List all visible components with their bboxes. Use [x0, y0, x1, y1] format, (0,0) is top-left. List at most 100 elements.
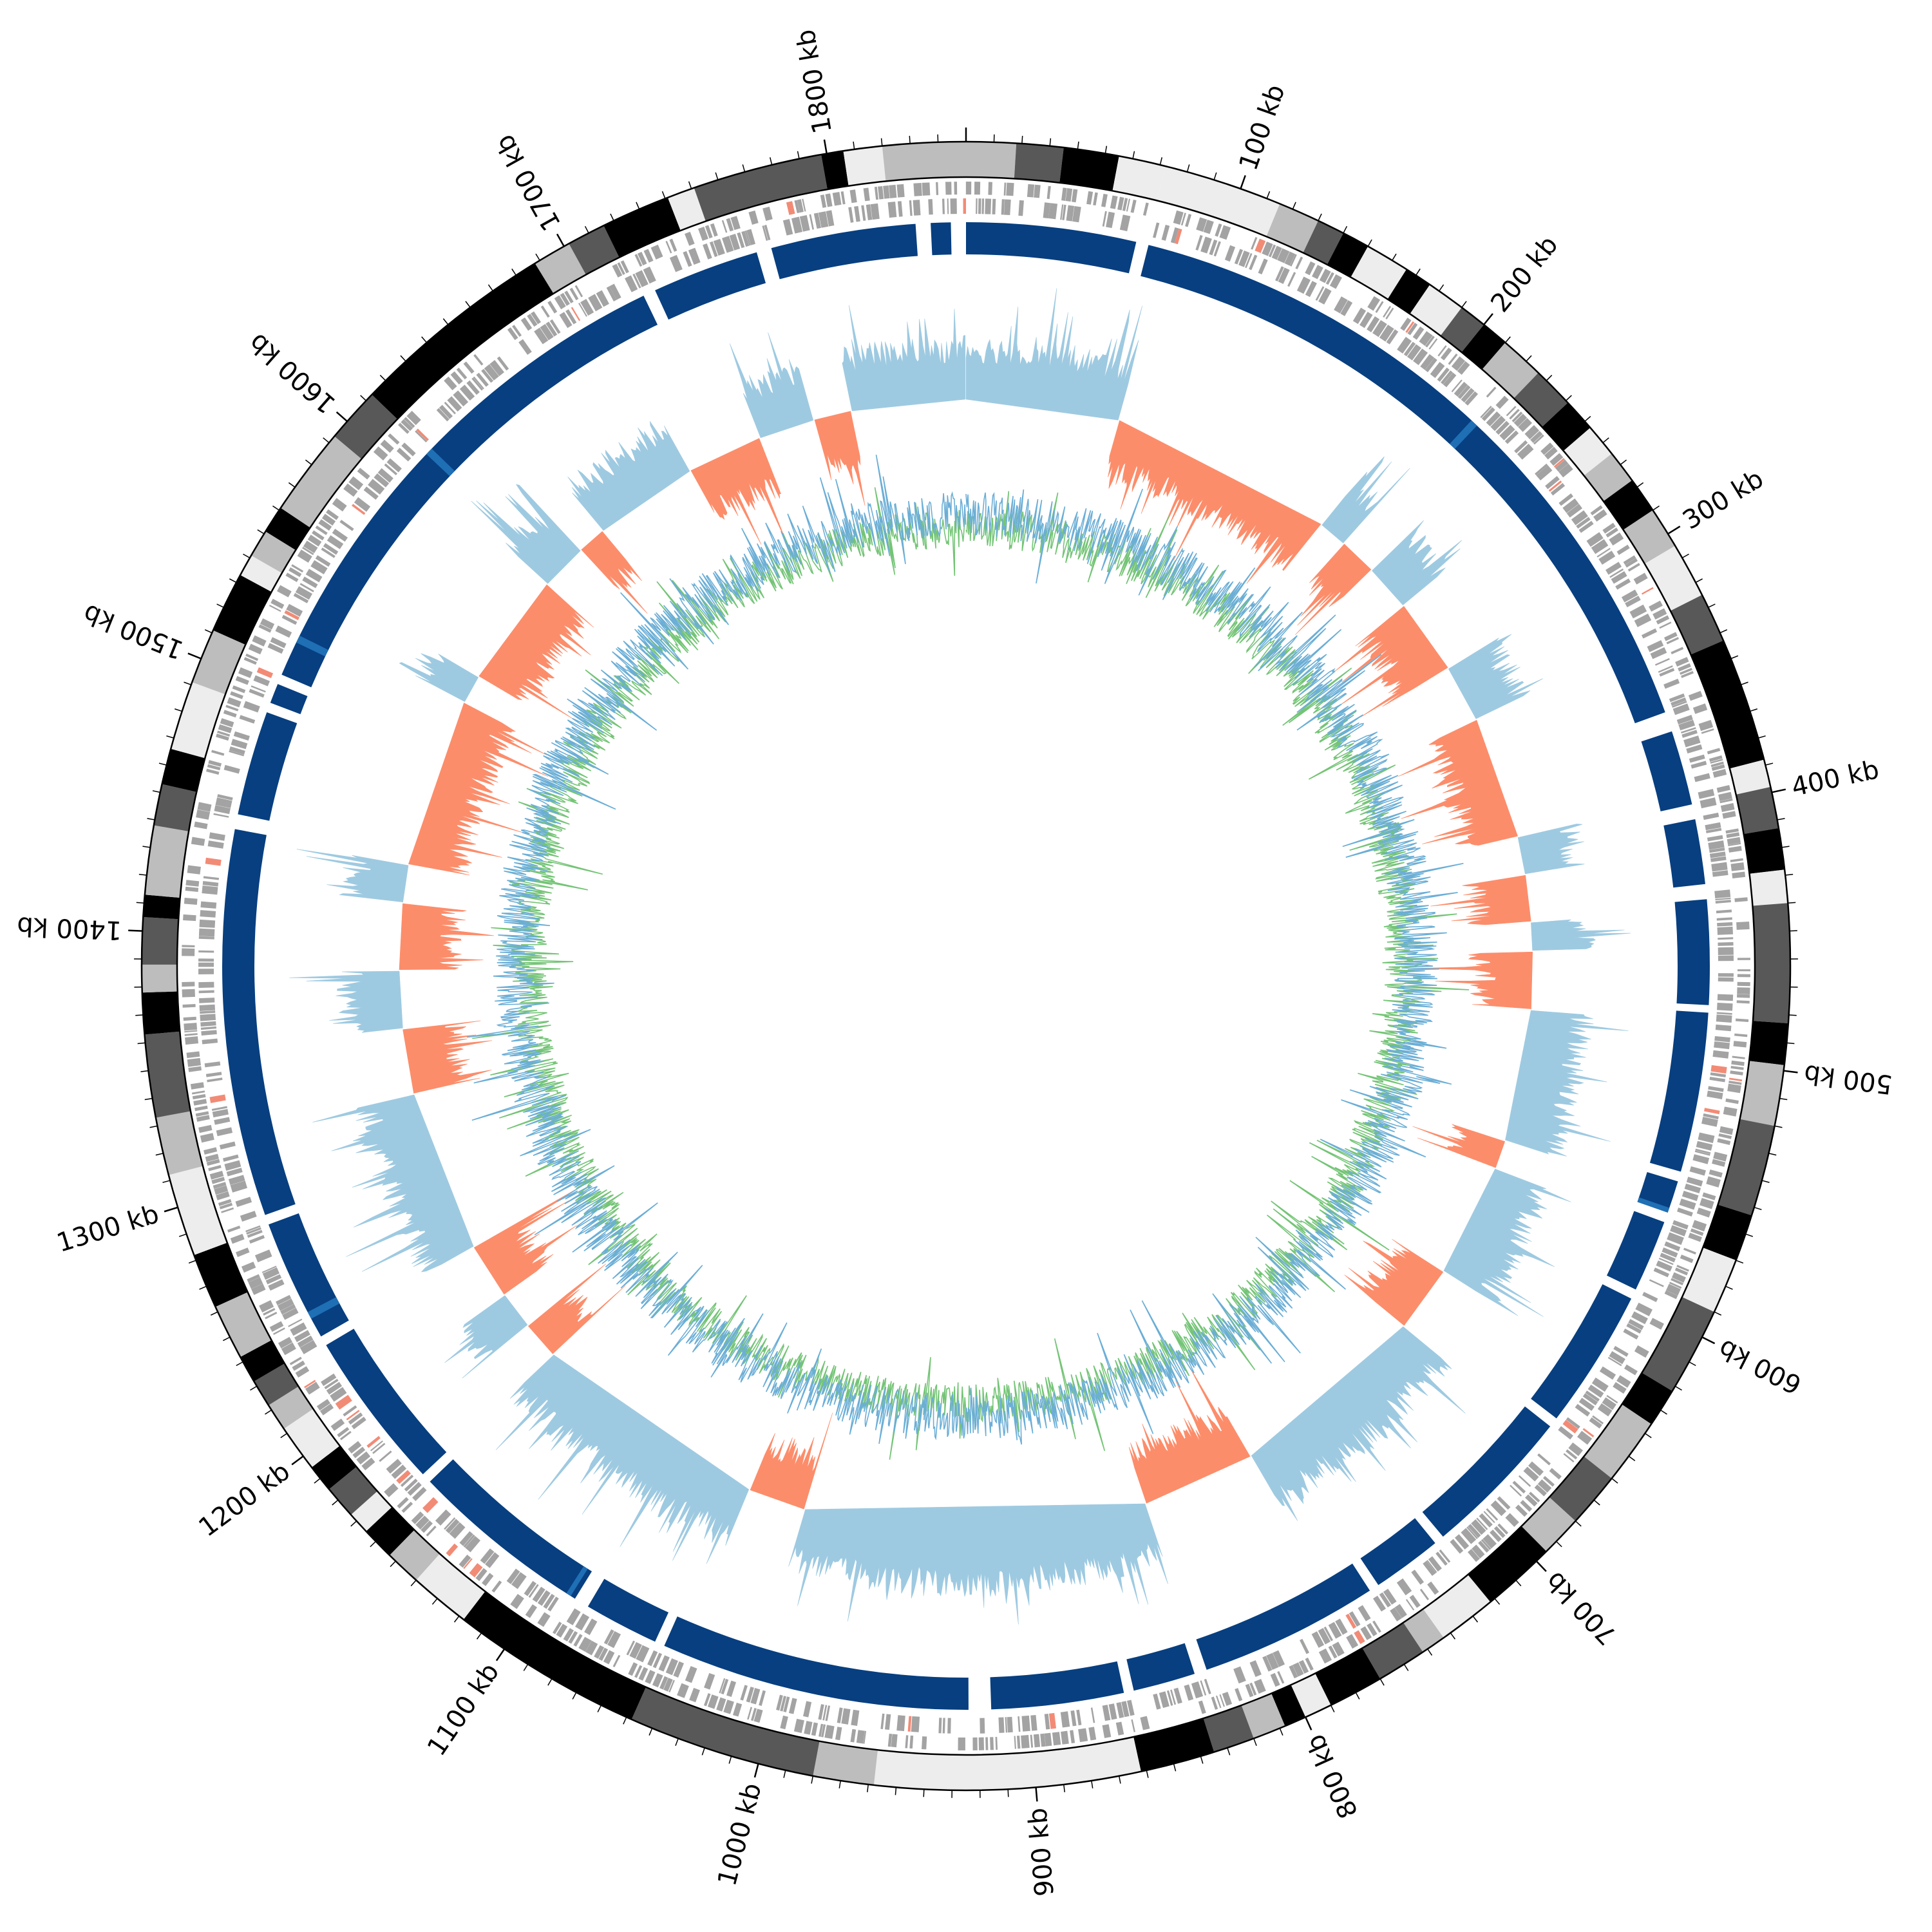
gene-feature — [282, 1307, 299, 1320]
gene-feature — [1732, 1056, 1745, 1059]
minor-tick — [216, 603, 224, 608]
gene-feature — [1698, 1132, 1715, 1143]
minor-tick — [1091, 1780, 1094, 1789]
gene-feature — [668, 1680, 675, 1692]
tick-label: 1600 kb — [243, 327, 341, 419]
gene-feature — [1677, 1208, 1693, 1217]
gene-feature — [1607, 1356, 1622, 1367]
gene-feature — [277, 1298, 294, 1311]
gene-feature — [326, 1381, 343, 1395]
gene-feature — [985, 198, 992, 214]
minor-tick — [1292, 202, 1296, 210]
gene-feature — [1666, 1283, 1681, 1296]
gene-feature — [373, 446, 388, 460]
gene-feature — [1215, 223, 1222, 237]
minor-tick — [431, 1598, 438, 1605]
gene-feature — [415, 430, 428, 442]
gene-feature — [1701, 728, 1714, 734]
gene-feature — [1407, 323, 1418, 336]
gene-feature — [942, 1718, 945, 1734]
minor-tick — [332, 1499, 339, 1506]
gene-feature — [351, 1416, 366, 1430]
gene-feature — [411, 1511, 424, 1524]
gene-feature — [1716, 917, 1732, 921]
gene-feature — [254, 1249, 272, 1263]
gene-feature — [1558, 1426, 1573, 1440]
gene-feature — [1712, 1050, 1729, 1059]
gene-feature — [1394, 1604, 1407, 1618]
cytoband-segment — [1362, 1622, 1423, 1679]
gene-feature — [1737, 987, 1750, 994]
gene-feature — [1215, 1695, 1222, 1709]
minor-tick — [1708, 603, 1716, 608]
cytoband-segment — [144, 1031, 191, 1118]
gene-feature — [261, 1265, 277, 1273]
gene-feature — [510, 1594, 524, 1609]
gene-feature — [762, 225, 768, 241]
gene-feature — [1694, 773, 1710, 782]
minor-tick — [1546, 375, 1553, 381]
gene-feature — [1018, 200, 1024, 216]
gene-feature — [377, 468, 393, 483]
gene-feature — [223, 710, 237, 718]
gene-feature — [1700, 1198, 1714, 1209]
gene-feature — [485, 1552, 500, 1568]
gene-feature — [1200, 1680, 1207, 1696]
gene-feature — [1681, 730, 1698, 738]
gene-feature — [302, 576, 318, 589]
cytoband-segment — [311, 1446, 357, 1490]
gene-feature — [1486, 1508, 1499, 1521]
gene-feature — [396, 1470, 411, 1484]
gene-feature — [1671, 1278, 1684, 1285]
minor-tick — [314, 1478, 321, 1484]
gene-feature — [1423, 1560, 1436, 1577]
gene-feature — [1018, 1716, 1021, 1732]
gene-feature — [1196, 217, 1208, 232]
gene-feature — [312, 530, 325, 541]
gene-feature — [1409, 1595, 1421, 1608]
minor-tick — [243, 553, 251, 558]
minor-tick — [1450, 1633, 1456, 1640]
gene-feature — [459, 384, 475, 401]
gene-feature — [200, 910, 216, 918]
gene-feature — [603, 1650, 615, 1665]
major-tick — [291, 1455, 304, 1466]
gene-feature — [190, 1082, 204, 1090]
minor-tick — [1730, 655, 1739, 659]
gene-feature — [750, 1688, 761, 1705]
gene-feature — [251, 1283, 266, 1295]
gene-feature — [1396, 1578, 1412, 1596]
gene-feature — [211, 1106, 228, 1112]
gene-feature — [1305, 261, 1316, 276]
gene-feature — [1305, 281, 1317, 298]
gene-feature — [887, 202, 897, 218]
gene-feature — [1278, 267, 1290, 284]
gene-feature — [1536, 465, 1553, 481]
gene-feature — [1513, 413, 1528, 427]
cytoband-segment — [966, 142, 1017, 179]
gene-feature — [897, 201, 903, 217]
gene-feature — [545, 321, 558, 337]
major-tick — [187, 652, 202, 659]
minor-tick — [229, 578, 237, 583]
gene-feature — [936, 182, 939, 195]
gene-feature — [1375, 301, 1384, 313]
gene-feature — [259, 1300, 274, 1313]
major-tick — [164, 1206, 178, 1213]
gene-feature — [1578, 520, 1594, 533]
gene-feature — [1293, 1662, 1304, 1677]
gene-feature — [1170, 1689, 1177, 1705]
cytoband-segment — [213, 574, 272, 645]
minor-tick — [1695, 578, 1703, 583]
gene-feature — [1649, 1279, 1664, 1287]
gc-skew-negative-area — [1398, 719, 1518, 846]
gene-feature — [1153, 222, 1160, 238]
gene-feature — [444, 1517, 456, 1530]
gene-feature — [270, 598, 285, 609]
gene-feature — [1582, 1393, 1598, 1406]
gene-feature — [194, 821, 208, 829]
minor-tick — [636, 202, 640, 210]
minor-tick — [178, 1233, 187, 1237]
minor-tick — [511, 269, 516, 276]
gene-feature — [1372, 319, 1387, 337]
